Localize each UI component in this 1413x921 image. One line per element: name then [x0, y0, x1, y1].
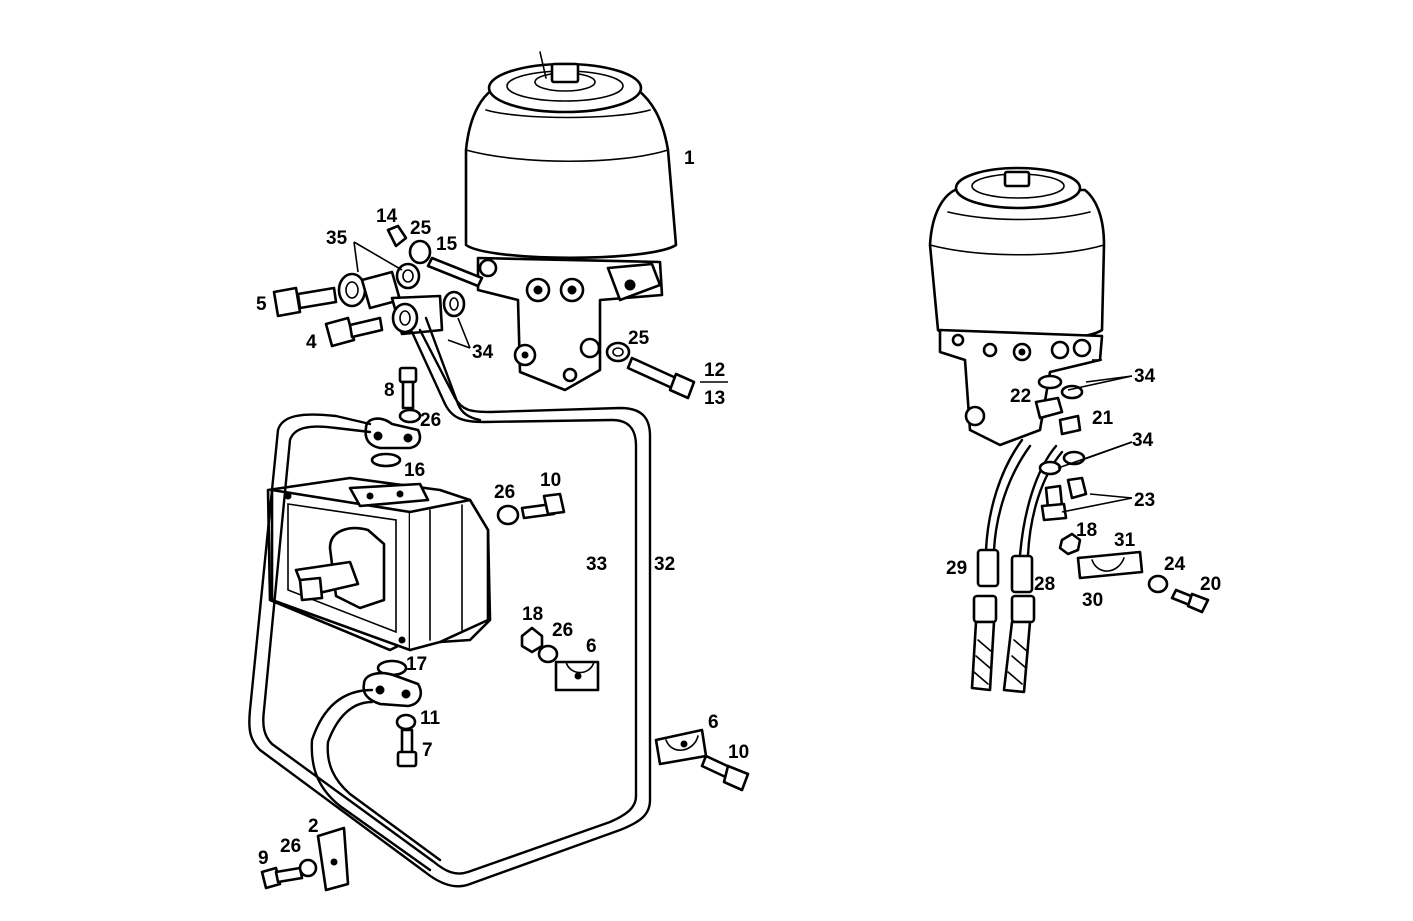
- callout-10-lower: 10: [728, 742, 749, 763]
- bracket-2: [260, 826, 350, 892]
- callout-26-c: 26: [552, 620, 573, 641]
- reservoir-tank-right: [928, 166, 1106, 343]
- callout-26-d: 26: [280, 836, 301, 857]
- washer-25-and-bolt-12: [605, 341, 696, 400]
- callout-14: 14: [376, 206, 398, 227]
- bolt-10-washer-26: [496, 492, 566, 526]
- callout-12: 12: [704, 360, 725, 381]
- callout-2: 2: [308, 816, 319, 837]
- callout-32: 32: [654, 554, 675, 575]
- callout-labels: 1 2 4 5 6 6 7 8 9 10 10 11 12 13 14 15 1…: [256, 148, 1221, 869]
- callout-25-lower: 25: [628, 328, 650, 349]
- callout-1: 1: [684, 148, 695, 169]
- callout-15: 15: [436, 234, 458, 255]
- callout-34-right-lower: 34: [1132, 430, 1154, 451]
- callout-6-upper: 6: [586, 636, 597, 657]
- hoses-28-29: [970, 438, 1064, 694]
- callout-29: 29: [946, 558, 967, 579]
- callout-11: 11: [420, 708, 441, 729]
- callout-26-b: 26: [494, 482, 515, 503]
- bolt-8-flange-16: [364, 366, 422, 468]
- clamp-6-lower: [654, 728, 750, 792]
- callout-35: 35: [326, 228, 348, 249]
- outlet-flange-17: [362, 659, 422, 768]
- leader-lines: [353, 241, 1133, 513]
- clamp-6-upper: [520, 626, 600, 692]
- callout-8: 8: [384, 380, 395, 401]
- valve-block: [476, 256, 664, 392]
- callout-4: 4: [306, 332, 317, 353]
- bolts-and-banjo-fittings: [272, 224, 484, 348]
- callout-31: 31: [1114, 530, 1136, 551]
- callout-34-right-upper: 34: [1134, 366, 1156, 387]
- callout-10-upper: 10: [540, 470, 561, 491]
- callout-34-left: 34: [472, 342, 494, 363]
- callout-5: 5: [256, 294, 267, 315]
- callout-18-right: 18: [1076, 520, 1097, 541]
- callout-25-upper: 25: [410, 218, 432, 239]
- callout-33: 33: [586, 554, 607, 575]
- callout-18-left: 18: [522, 604, 543, 625]
- pipes-32-33: [248, 316, 652, 888]
- callout-22: 22: [1010, 386, 1031, 407]
- callout-30: 30: [1082, 590, 1103, 611]
- callout-6-lower: 6: [708, 712, 719, 733]
- fittings-23-34-right: [1038, 450, 1088, 522]
- callout-9: 9: [258, 848, 269, 869]
- callout-23: 23: [1134, 490, 1155, 511]
- callout-13: 13: [704, 388, 725, 409]
- hydraulic-pump: [266, 476, 492, 652]
- callout-21: 21: [1092, 408, 1114, 429]
- reservoir-tank: [464, 51, 678, 259]
- callout-24: 24: [1164, 554, 1186, 575]
- callout-17: 17: [406, 654, 427, 675]
- callout-28: 28: [1034, 574, 1055, 595]
- valve-block-right: [938, 328, 1104, 447]
- callout-26-a: 26: [420, 410, 441, 431]
- callout-16: 16: [404, 460, 425, 481]
- callout-20: 20: [1200, 574, 1221, 595]
- callout-7: 7: [422, 740, 433, 761]
- clamp-30-31: [1058, 532, 1210, 614]
